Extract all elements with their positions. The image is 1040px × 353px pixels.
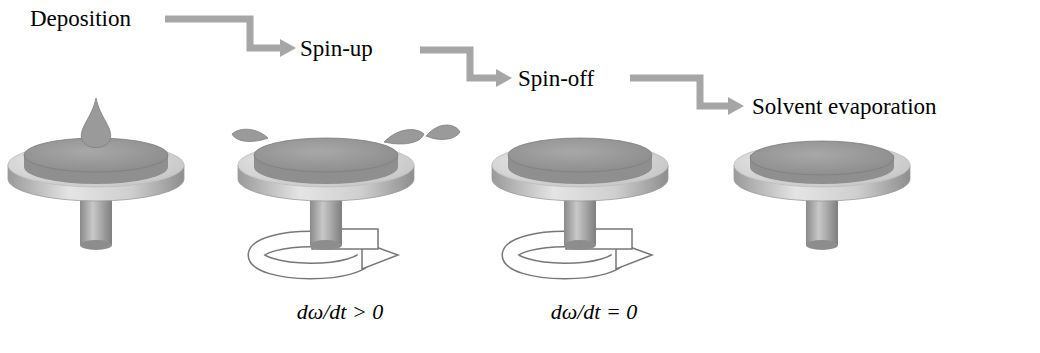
step-label: Deposition [30,6,131,31]
rate-formula: dω/dt = 0 [551,300,638,324]
rate-formula: dω/dt > 0 [297,300,384,324]
step-label: Solvent evaporation [752,94,937,119]
step-label: Spin-up [300,36,373,61]
step-label: Spin-off [518,66,594,91]
